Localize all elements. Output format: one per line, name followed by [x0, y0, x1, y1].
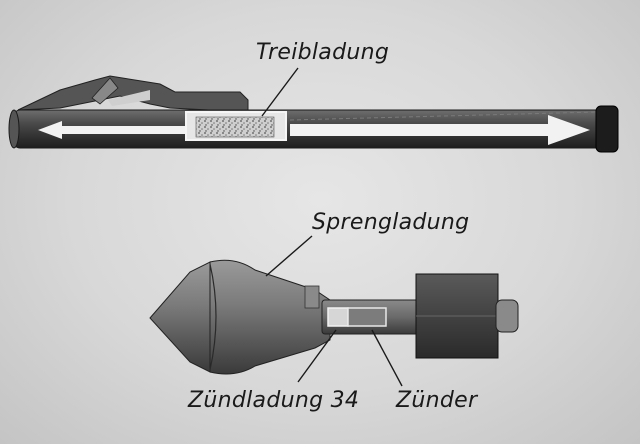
- sight-lever: [17, 75, 249, 113]
- warhead-body: [209, 259, 331, 375]
- backblast-arrow: [38, 121, 185, 139]
- leader-lines: [261, 67, 403, 387]
- fuze-element: [347, 307, 387, 327]
- launch-tube: [8, 75, 619, 153]
- tube-muzzle-ring: [595, 105, 619, 153]
- warhead-nose: [149, 261, 211, 373]
- label-propellant: Treibladung: [256, 40, 390, 65]
- booster-charge: [327, 307, 349, 327]
- warhead: [149, 259, 519, 375]
- label-booster: Zündladung 34: [188, 388, 360, 413]
- label-fuze: Zünder: [396, 388, 478, 413]
- thrust-arrow: [290, 115, 590, 145]
- leader-propellant: [261, 67, 299, 117]
- leader-fuze: [371, 329, 403, 387]
- leader-booster: [297, 329, 337, 383]
- leader-explosive: [265, 235, 313, 277]
- label-explosive: Sprengladung: [312, 210, 470, 235]
